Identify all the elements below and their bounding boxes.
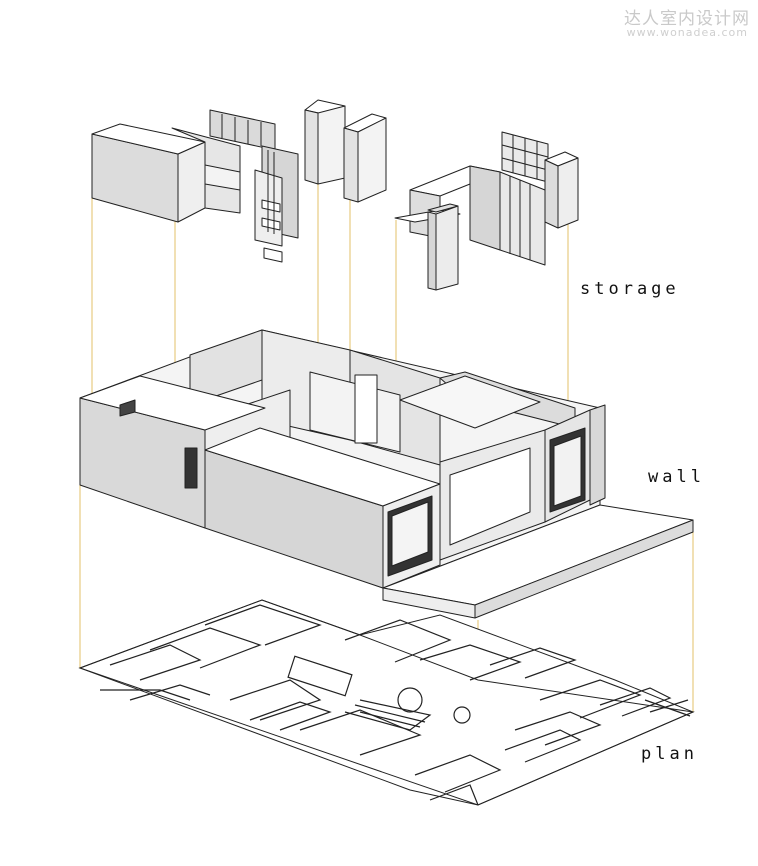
wall-left-top — [79, 375, 266, 431]
watermark-url: www.wonadea.com — [626, 26, 748, 39]
storage-tall-unit-1 — [304, 99, 346, 185]
storage-cabinet-left — [91, 109, 276, 223]
label-storage: storage — [580, 279, 680, 299]
wall-layer — [79, 329, 694, 619]
watermark-title: 达人室内设计网 — [624, 9, 750, 29]
plan-layer — [78, 599, 695, 806]
storage-cabinet-right — [394, 131, 579, 291]
storage-wardrobe-mid — [254, 145, 299, 263]
plan-outline — [78, 599, 695, 806]
storage-layer — [91, 99, 579, 291]
label-wall: wall — [648, 467, 705, 487]
label-plan: plan — [641, 744, 698, 764]
storage-tall-unit-2 — [343, 113, 387, 203]
